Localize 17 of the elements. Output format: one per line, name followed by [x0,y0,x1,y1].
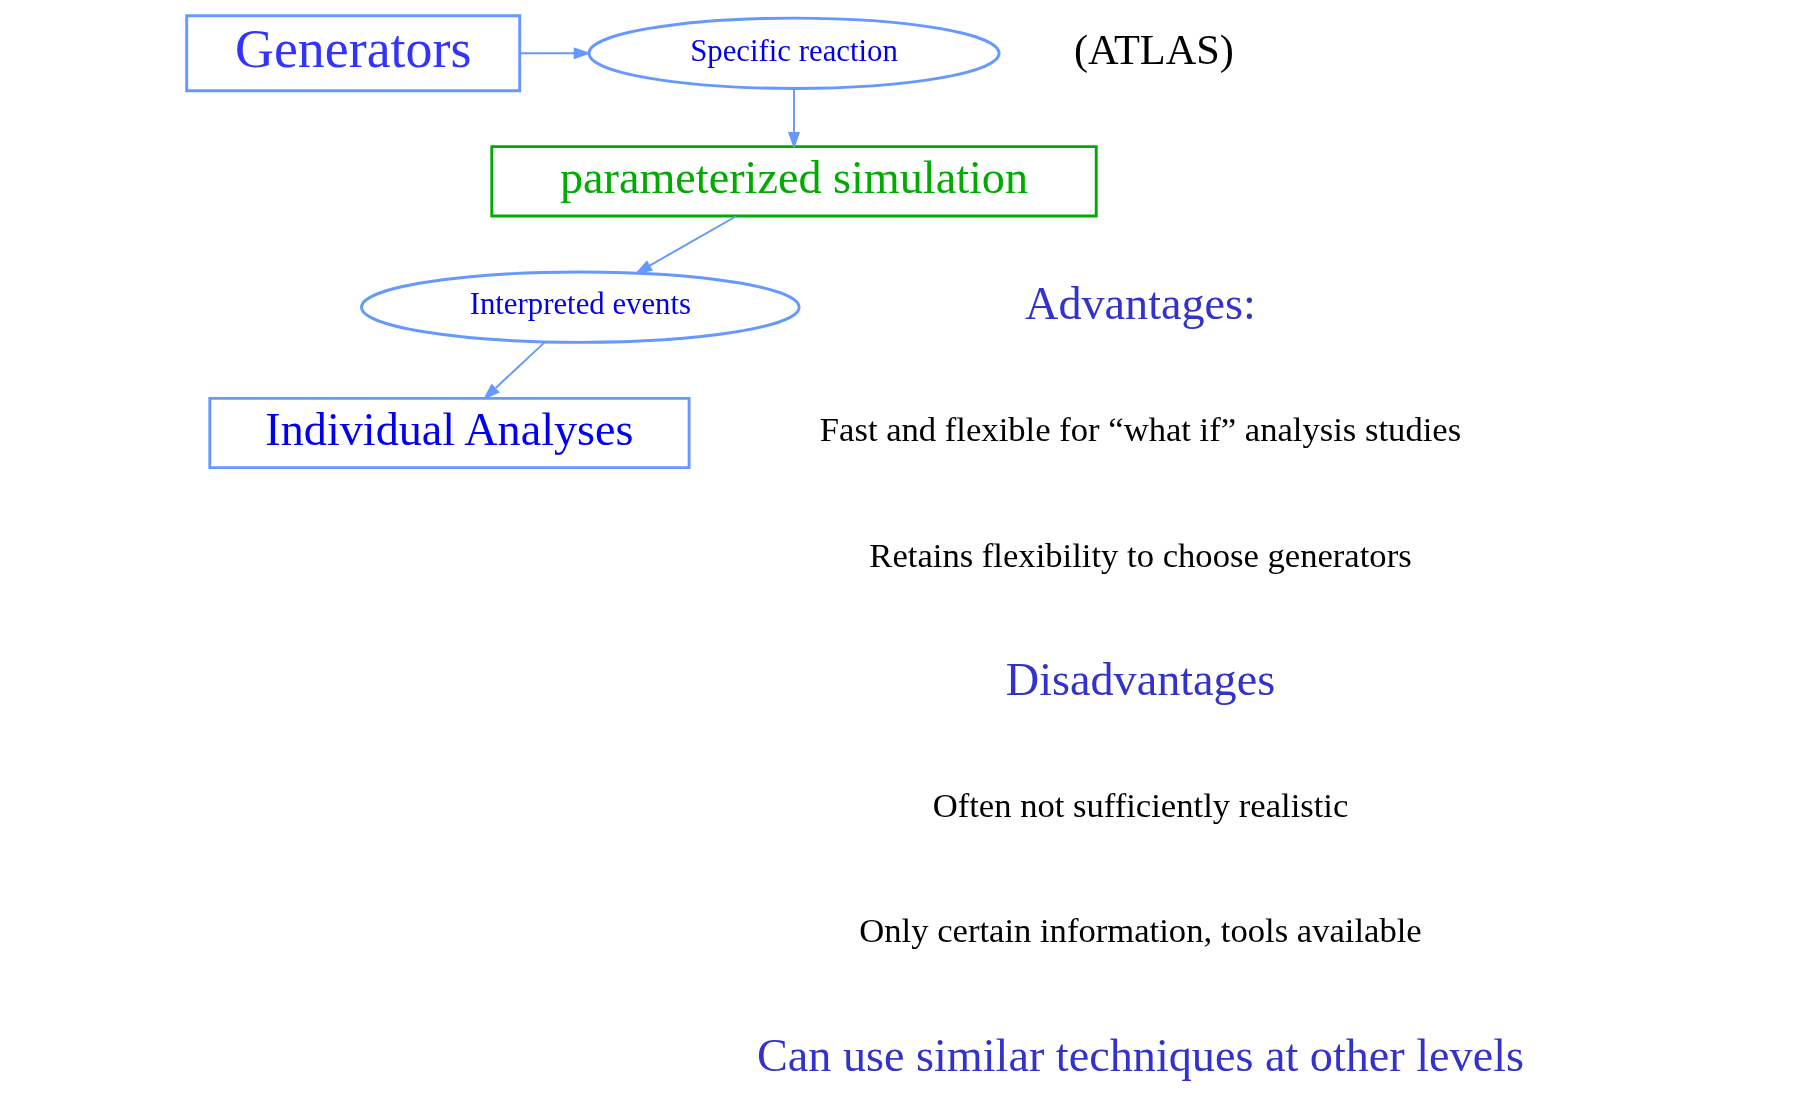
label: Only certain information, tools available [858,910,1422,949]
arrow [634,215,737,275]
node-box: parameterized simulation [489,145,1098,218]
node-box: Individual Analyses [207,396,691,470]
label: Disadvantages [1005,654,1275,706]
label: Advantages: [1024,278,1256,330]
arrow [787,88,800,150]
label: Fast and flexible for “what if” analysis studies [819,410,1461,449]
arrow [482,341,546,400]
arrow [518,47,591,60]
node-ellipse: Specific reaction [586,16,1001,90]
label: Can use similar techniques at other levels [756,1029,1524,1081]
label: Often not sufficiently realistic [932,785,1348,824]
node-ellipse: Interpreted events [359,270,801,344]
node-box: Generators [184,14,521,93]
label: Retains flexibility to choose generators [868,535,1412,574]
label: (ATLAS) [1073,26,1234,74]
